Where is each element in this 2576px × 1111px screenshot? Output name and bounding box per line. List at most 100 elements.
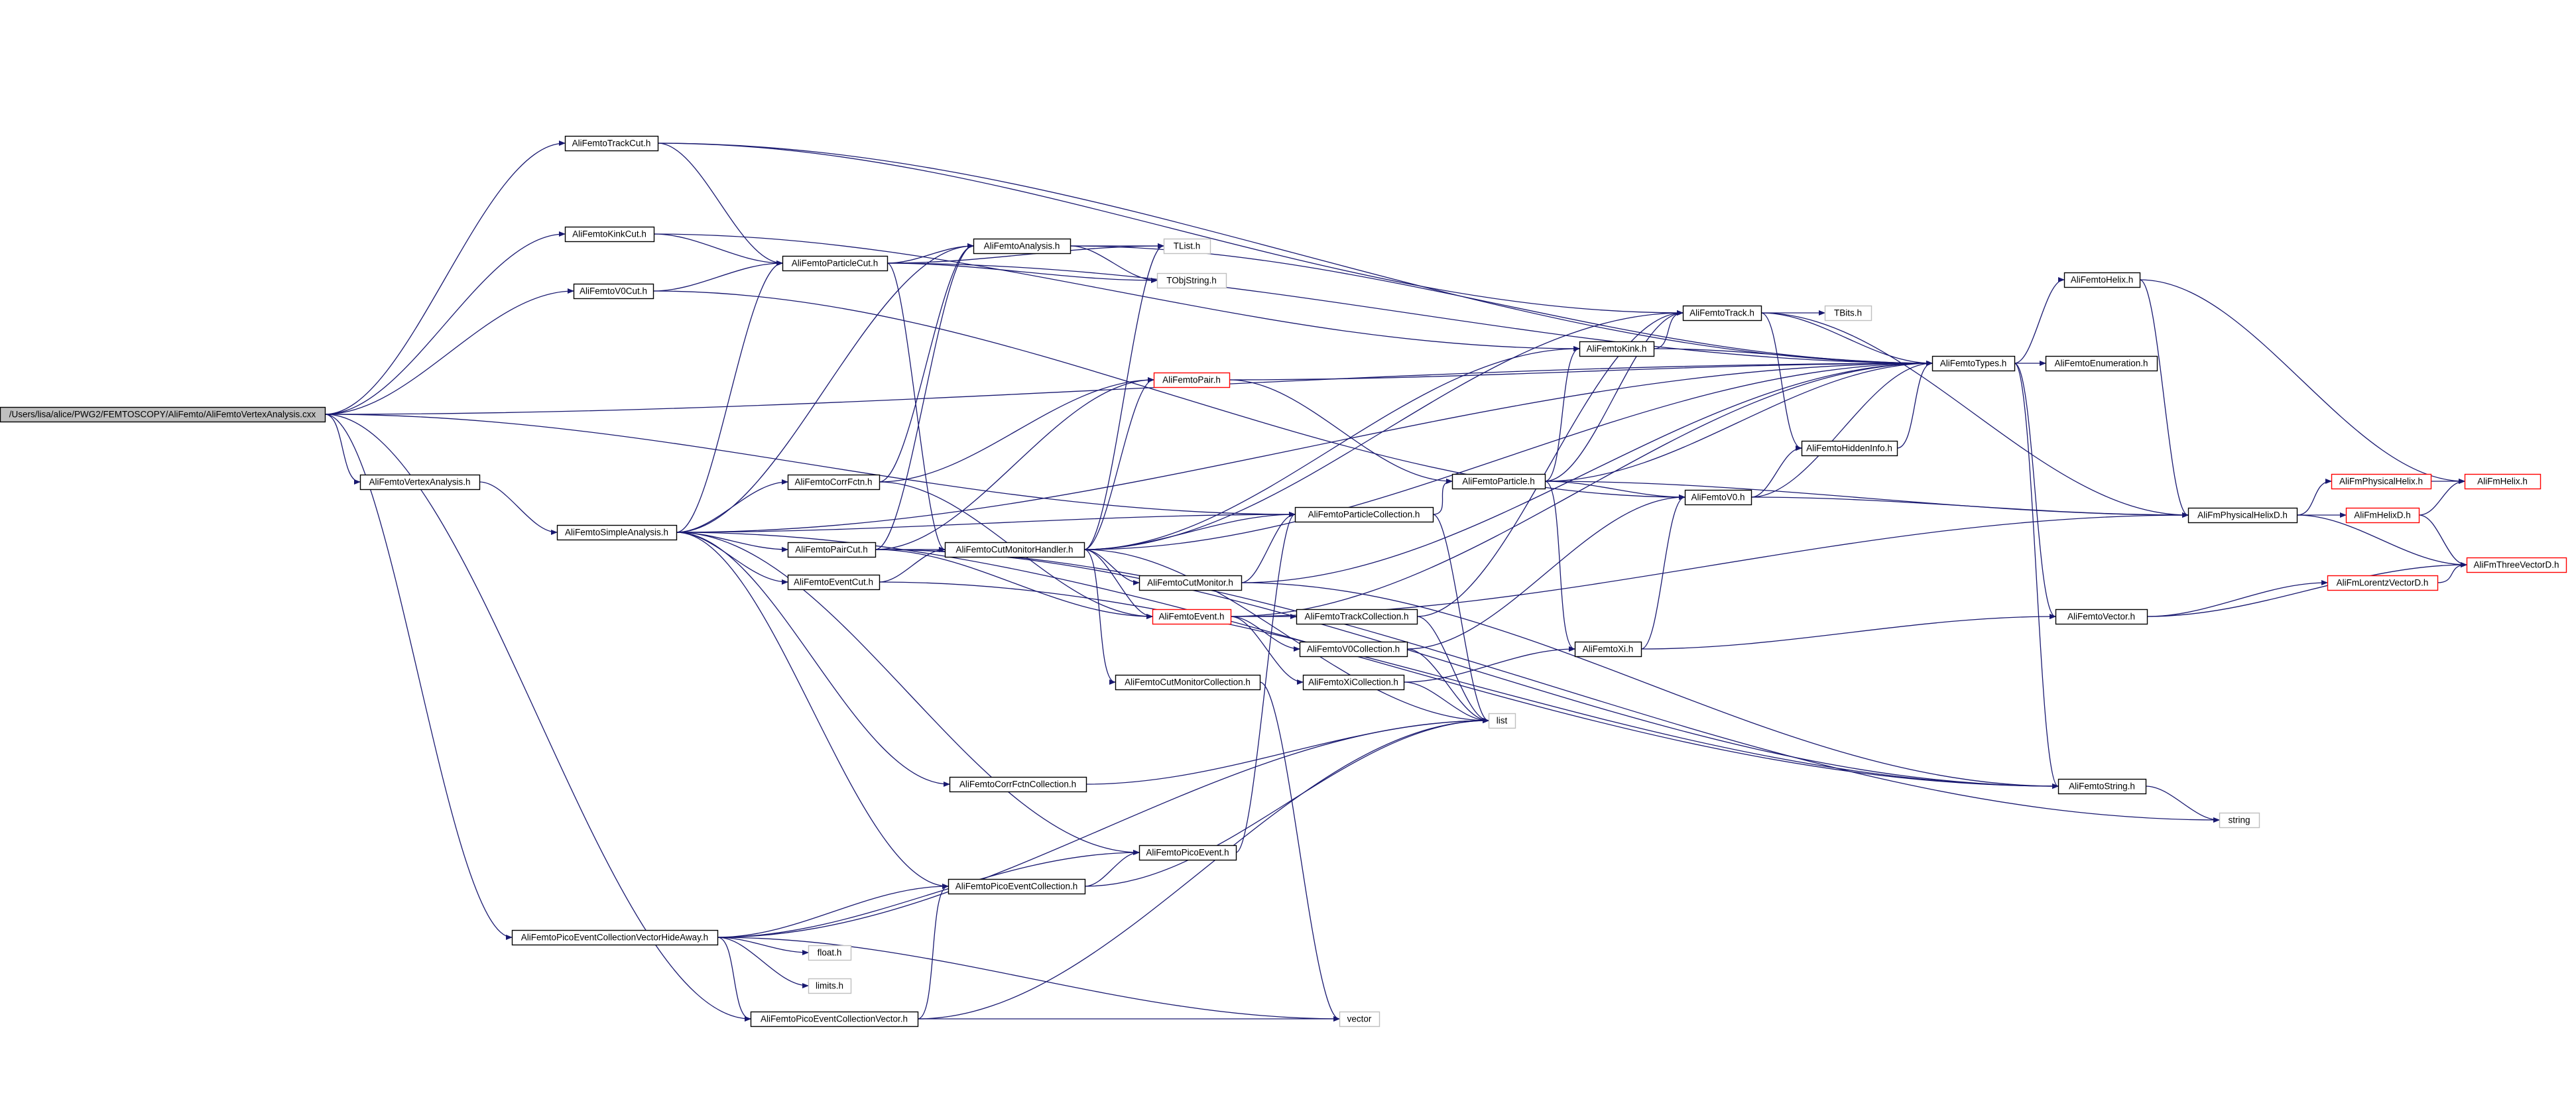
edge-v0cut-to-particlecut <box>652 261 783 292</box>
node-v0cut[interactable]: AliFemtoV0Cut.h <box>573 283 654 300</box>
node-box-trackcut <box>564 135 659 152</box>
node-particlecut[interactable]: AliFemtoParticleCut.h <box>782 255 889 272</box>
node-root[interactable]: /Users/lisa/alice/PWG2/FEMTOSCOPY/AliFem… <box>0 406 326 423</box>
edge-layer <box>324 141 2467 1022</box>
node-hideaway[interactable]: AliFemtoPicoEventCollectionVectorHideAwa… <box>511 929 719 946</box>
node-eventcut[interactable]: AliFemtoEventCut.h <box>787 574 881 591</box>
node-box-v0collection <box>1299 641 1408 658</box>
edge-particle-to-types <box>1544 361 1933 482</box>
node-picoeventcollection[interactable]: AliFemtoPicoEventCollection.h <box>948 878 1086 895</box>
node-track[interactable]: AliFemtoTrack.h <box>1682 305 1762 322</box>
node-cutmonitor[interactable]: AliFemtoCutMonitor.h <box>1138 575 1243 591</box>
node-corrfctn[interactable]: AliFemtoCorrFctn.h <box>787 474 881 491</box>
node-box-list <box>1488 713 1516 729</box>
node-box-particlecut <box>782 255 889 272</box>
node-event[interactable]: AliFemtoEvent.h <box>1152 609 1232 625</box>
edge-femtovector-to-lorentzvectord <box>2146 580 2328 617</box>
edge-cutmonitorhandler-to-kink <box>1083 346 1580 550</box>
node-v0[interactable]: AliFemtoV0.h <box>1684 489 1752 506</box>
edge-v0collection-to-list <box>1406 648 1489 723</box>
node-types[interactable]: AliFemtoTypes.h <box>1932 355 2016 372</box>
node-trackcut[interactable]: AliFemtoTrackCut.h <box>564 135 659 152</box>
node-corrfctncollection[interactable]: AliFemtoCorrFctnCollection.h <box>949 776 1087 793</box>
node-cutmonitorcollection[interactable]: AliFemtoCutMonitorCollection.h <box>1115 674 1261 691</box>
node-lorentzvectord[interactable]: AliFmLorentzVectorD.h <box>2327 575 2439 591</box>
node-label-trackcollection: AliFemtoTrackCollection.h <box>1304 612 1408 622</box>
node-analysis[interactable]: AliFemtoAnalysis.h <box>973 238 1072 255</box>
node-tlist: TList.h <box>1163 238 1211 255</box>
edge-collectionvector-to-picoeventcollection <box>917 884 949 1020</box>
edge-cutmonitorhandler-to-event <box>1083 549 1153 619</box>
edge-pair-to-particle <box>1229 379 1453 484</box>
node-simpleanalysis[interactable]: AliFemtoSimpleAnalysis.h <box>556 524 678 541</box>
node-box-threevectord <box>2466 557 2567 573</box>
node-list: list <box>1488 713 1516 729</box>
edge-helix-to-physicalhelixd <box>2139 279 2189 518</box>
node-float: float.h <box>808 945 852 961</box>
edge-simpleanalysis-to-particlecut <box>676 261 783 533</box>
node-trackcollection[interactable]: AliFemtoTrackCollection.h <box>1296 609 1418 625</box>
node-picoevent[interactable]: AliFemtoPicoEvent.h <box>1138 845 1237 861</box>
node-particlecollection[interactable]: AliFemtoParticleCollection.h <box>1294 506 1434 523</box>
node-limits: limits.h <box>808 978 852 994</box>
edge-hideaway-to-picoevent <box>717 850 1140 938</box>
node-collectionvector[interactable]: AliFemtoPicoEventCollectionVector.h <box>750 1011 919 1027</box>
node-pair[interactable]: AliFemtoPair.h <box>1153 372 1231 388</box>
node-label-particlecollection: AliFemtoParticleCollection.h <box>1308 510 1420 520</box>
edge-trackcut-to-track <box>657 143 1684 316</box>
edge-v0-to-physicalhelixd <box>1750 497 2189 518</box>
edge-xicollection-to-xi <box>1403 646 1575 683</box>
node-box-helix <box>2063 272 2141 288</box>
node-label-picoevent: AliFemtoPicoEvent.h <box>1146 848 1229 858</box>
node-physicalhelix[interactable]: AliFmPhysicalHelix.h <box>2331 473 2432 490</box>
edge-root-to-hideaway <box>324 414 513 940</box>
node-box-eventcut <box>787 574 881 591</box>
node-label-xi: AliFemtoXi.h <box>1583 644 1634 654</box>
node-label-root: /Users/lisa/alice/PWG2/FEMTOSCOPY/AliFem… <box>9 410 316 420</box>
node-cutmonitorhandler[interactable]: AliFemtoCutMonitorHandler.h <box>944 542 1085 558</box>
node-enumeration[interactable]: AliFemtoEnumeration.h <box>2045 355 2158 372</box>
node-vertexanalysis[interactable]: AliFemtoVertexAnalysis.h <box>359 474 481 491</box>
edge-simpleanalysis-to-analysis <box>676 243 974 533</box>
node-v0collection[interactable]: AliFemtoV0Collection.h <box>1299 641 1408 658</box>
edge-corrfctn-to-pair <box>879 377 1154 483</box>
edge-picoeventcollection-to-picoevent <box>1084 850 1140 887</box>
edge-physicalhelixd-to-threevectord <box>2296 514 2467 567</box>
node-box-particle <box>1451 473 1546 490</box>
node-kink[interactable]: AliFemtoKink.h <box>1579 341 1655 357</box>
node-tbits: TBits.h <box>1824 305 1872 322</box>
node-label-physicalhelixd: AliFmPhysicalHelixD.h <box>2197 510 2288 520</box>
node-label-hiddeninfo: AliFemtoHiddenInfo.h <box>1806 443 1892 453</box>
node-helix[interactable]: AliFemtoHelix.h <box>2063 272 2141 288</box>
edge-cutmonitor-to-femtostring <box>1241 582 2059 789</box>
node-femtostring[interactable]: AliFemtoString.h <box>2057 778 2147 795</box>
edge-particlecut-to-cutmonitorhandler <box>887 263 946 552</box>
node-box-hideaway <box>511 929 719 946</box>
node-label-hideaway: AliFemtoPicoEventCollectionVectorHideAwa… <box>521 933 708 943</box>
node-label-corrfctn: AliFemtoCorrFctn.h <box>794 477 872 487</box>
node-box-lorentzvectord <box>2327 575 2439 591</box>
node-xicollection[interactable]: AliFemtoXiCollection.h <box>1302 674 1405 691</box>
node-xi[interactable]: AliFemtoXi.h <box>1574 641 1642 658</box>
node-box-enumeration <box>2045 355 2158 372</box>
node-label-femtostring: AliFemtoString.h <box>2069 782 2135 791</box>
edge-xicollection-to-list <box>1403 681 1489 723</box>
node-label-kinkcut: AliFemtoKinkCut.h <box>572 229 646 239</box>
node-physicalhelixd[interactable]: AliFmPhysicalHelixD.h <box>2187 507 2298 524</box>
node-label-vector: vector <box>1347 1014 1372 1024</box>
node-fmhelix[interactable]: AliFmHelix.h <box>2464 473 2542 490</box>
node-hiddeninfo[interactable]: AliFemtoHiddenInfo.h <box>1801 440 1898 457</box>
node-kinkcut[interactable]: AliFemtoKinkCut.h <box>564 226 655 243</box>
node-box-fmhelixd <box>2345 507 2420 524</box>
node-paircut[interactable]: AliFemtoPairCut.h <box>787 542 877 558</box>
node-threevectord[interactable]: AliFmThreeVectorD.h <box>2466 557 2567 573</box>
node-fmhelixd[interactable]: AliFmHelixD.h <box>2345 507 2420 524</box>
node-femtovector[interactable]: AliFemtoVector.h <box>2055 609 2148 625</box>
node-label-lorentzvectord: AliFmLorentzVectorD.h <box>2337 578 2429 588</box>
node-box-picoeventcollection <box>948 878 1086 895</box>
node-particle[interactable]: AliFemtoParticle.h <box>1451 473 1546 490</box>
node-tobjstring: TObjString.h <box>1156 272 1227 289</box>
node-label-vertexanalysis: AliFemtoVertexAnalysis.h <box>369 477 470 487</box>
node-box-float <box>808 945 852 961</box>
edge-helix-to-fmhelix <box>2139 279 2465 484</box>
